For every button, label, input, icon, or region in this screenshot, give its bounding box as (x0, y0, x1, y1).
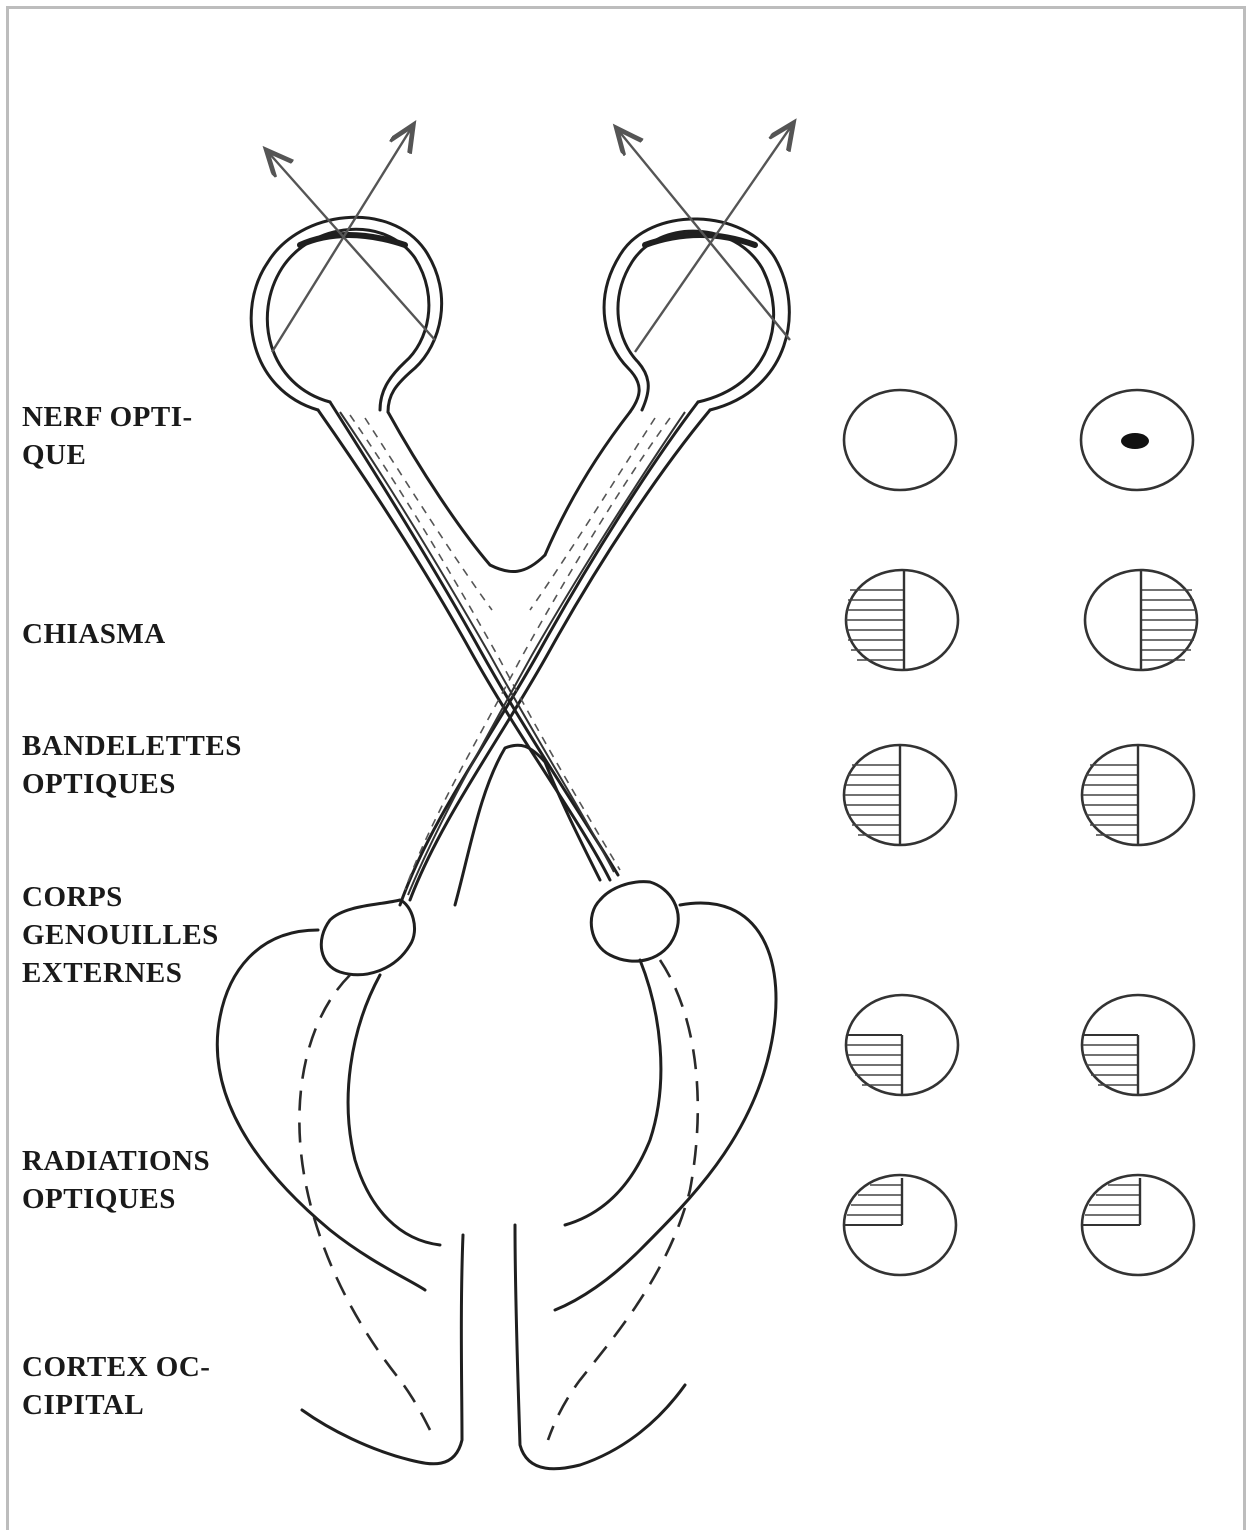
field-nerve-left-eye (844, 390, 956, 490)
field-nerve-right-eye (1081, 390, 1193, 490)
optic-radiations (217, 903, 776, 1440)
field-chiasma-right-eye (1085, 570, 1197, 670)
field-chiasma-left-eye (846, 570, 958, 670)
field-radiation-upper-right-eye (1082, 1175, 1194, 1275)
field-radiation-upper-left-eye (844, 1175, 956, 1275)
field-radiation-lower-left-eye (846, 995, 958, 1095)
field-tract-right-eye (1082, 745, 1194, 845)
lateral-geniculate-bodies (321, 882, 678, 975)
right-eye (604, 125, 792, 412)
field-radiation-lower-right-eye (1082, 995, 1194, 1095)
visual-field-diagrams (844, 390, 1197, 1275)
field-tract-left-eye (844, 745, 956, 845)
optic-chiasm-pathways (318, 402, 710, 905)
central-scotoma-mark (1121, 433, 1149, 449)
left-eye (251, 127, 441, 412)
